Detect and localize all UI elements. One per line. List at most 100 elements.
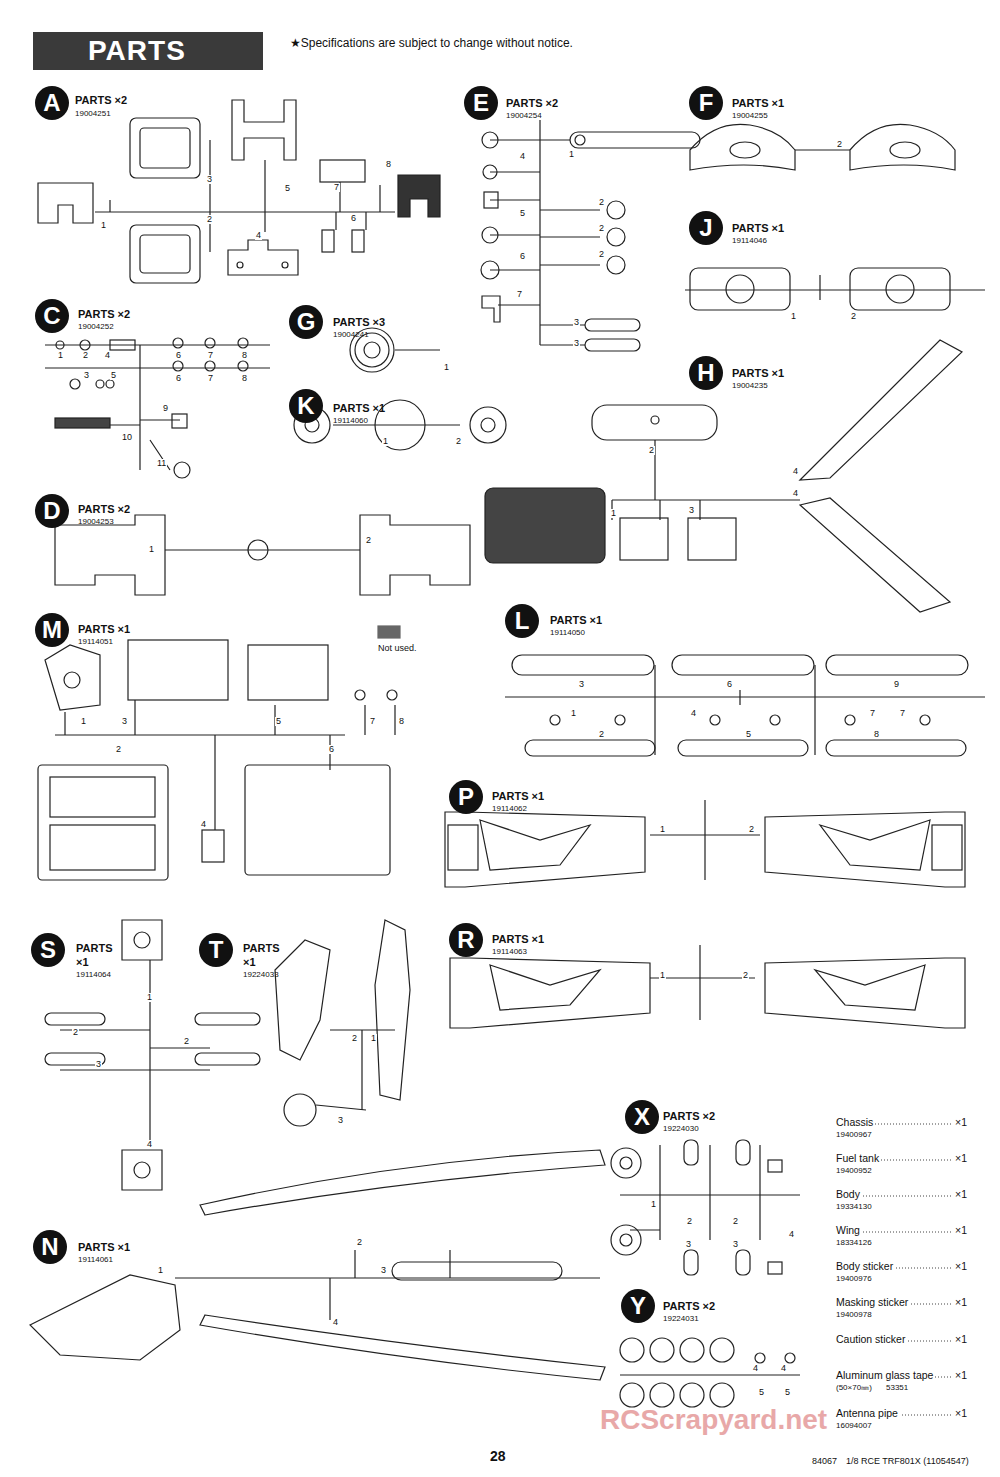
part-number: 19004253	[78, 518, 114, 526]
part-number: (50×70㎜)	[836, 1384, 872, 1392]
footer-text: 1/8 RCE TRF801X (11054547)	[846, 1457, 969, 1466]
part-number: 19114051	[78, 638, 113, 646]
part-number: 19224030	[663, 1125, 699, 1133]
part-letter-badge: H	[689, 356, 723, 390]
callout-number: 5	[275, 717, 282, 726]
callout-number: 5	[745, 730, 752, 739]
part-name: Fuel tank	[836, 1153, 881, 1164]
parts-count: PARTS ×1	[732, 368, 784, 380]
page-title: PARTS	[88, 35, 186, 67]
part-letter-badge: G	[289, 305, 323, 339]
part-name: Antenna pipe	[836, 1408, 900, 1419]
part-number: 19400967	[836, 1131, 872, 1139]
part-number: 19114046	[732, 237, 767, 245]
part-letter: A	[43, 91, 60, 115]
callout-number: 1	[370, 1034, 377, 1043]
part-letter-badge: M	[35, 613, 69, 647]
part-number: 19004251	[75, 110, 111, 118]
callout-number: 1	[443, 363, 450, 372]
callout-number: 4	[788, 1230, 795, 1239]
parts-count: PARTS ×2	[663, 1301, 715, 1313]
callout-number: 7	[207, 374, 214, 383]
callout-number: 6	[519, 252, 526, 261]
callout-number: 7	[333, 183, 340, 192]
callout-number: 2	[836, 140, 843, 149]
callout-number: 7	[369, 717, 376, 726]
parts-count: PARTS ×1	[732, 223, 784, 235]
callout-number: 1	[659, 825, 666, 834]
watermark: RCScrapyard.net	[600, 1405, 827, 1434]
part-letter-badge: K	[289, 389, 323, 423]
part-letter-badge: L	[505, 604, 539, 638]
callout-number: 4	[255, 231, 262, 240]
callout-number: 9	[893, 680, 900, 689]
part-letter-badge: Y	[621, 1289, 655, 1323]
parts-count: PARTS	[243, 943, 279, 955]
part-letter-badge: J	[689, 211, 723, 245]
callout-number: 5	[758, 1388, 765, 1397]
callout-number: 3	[685, 1240, 692, 1249]
parts-count: PARTS ×2	[78, 309, 130, 321]
part-number: 19400976	[836, 1275, 872, 1283]
part-number: 19004255	[732, 112, 768, 120]
quantity: ×1	[953, 1408, 967, 1419]
parts-count: PARTS ×2	[78, 504, 130, 516]
part-letter: L	[515, 609, 530, 633]
callout-number: 2	[115, 745, 122, 754]
part-name: Body	[836, 1189, 862, 1200]
parts-count: PARTS ×1	[333, 403, 385, 415]
callout-number: 5	[784, 1388, 791, 1397]
part-number: 16094007	[836, 1422, 872, 1430]
callout-number: 1	[148, 545, 155, 554]
callout-number: 4	[200, 820, 207, 829]
callout-number: 4	[792, 489, 799, 498]
part-letter-badge: T	[199, 933, 233, 967]
part-letter: M	[42, 618, 62, 642]
note: Not used.	[378, 644, 417, 653]
callout-number: 1	[650, 1200, 657, 1209]
part-name: Caution sticker	[836, 1334, 907, 1345]
part-number: 19400978	[836, 1311, 872, 1319]
part-letter: T	[209, 938, 224, 962]
part-number: 19004241	[333, 331, 369, 339]
callout-number: 8	[873, 730, 880, 739]
callout-number: 1	[100, 221, 107, 230]
callout-number: 3	[95, 1060, 102, 1069]
callout-number: 9	[162, 404, 169, 413]
part-letter-badge: S	[31, 933, 65, 967]
callout-number: 1	[570, 709, 577, 718]
callout-number: 3	[380, 1266, 387, 1275]
part-number: 19004254	[506, 112, 542, 120]
callout-number: 4	[519, 152, 526, 161]
part-number: 19114061	[78, 1256, 113, 1264]
quantity: ×1	[953, 1153, 967, 1164]
part-letter-badge: R	[449, 923, 483, 957]
callout-number: 1	[80, 717, 87, 726]
parts-count: PARTS ×1	[550, 615, 602, 627]
callout-number: 5	[284, 184, 291, 193]
quantity: ×1	[953, 1117, 967, 1128]
part-letter: D	[43, 499, 60, 523]
part-letter: N	[41, 1235, 58, 1259]
callout-number: 3	[578, 680, 585, 689]
callout-number: 7	[207, 351, 214, 360]
callout-number: 3	[337, 1116, 344, 1125]
callout-number: 8	[241, 351, 248, 360]
part-name: Aluminum glass tape	[836, 1370, 935, 1381]
callout-number: 6	[175, 374, 182, 383]
part-number: 19224031	[663, 1315, 699, 1323]
callout-number: 1	[659, 971, 666, 980]
parts-count: PARTS ×2	[75, 95, 127, 107]
part-letter-badge: X	[625, 1100, 659, 1134]
callout-number: 8	[398, 717, 405, 726]
callout-number: 2	[598, 250, 605, 259]
callout-number: 2	[648, 446, 655, 455]
callout-number: 2	[742, 971, 749, 980]
callout-number: 2	[686, 1217, 693, 1226]
callout-number: 2	[732, 1217, 739, 1226]
part-number: 19004252	[78, 323, 114, 331]
quantity: ×1	[953, 1334, 967, 1345]
quantity: ×1	[953, 1225, 967, 1236]
